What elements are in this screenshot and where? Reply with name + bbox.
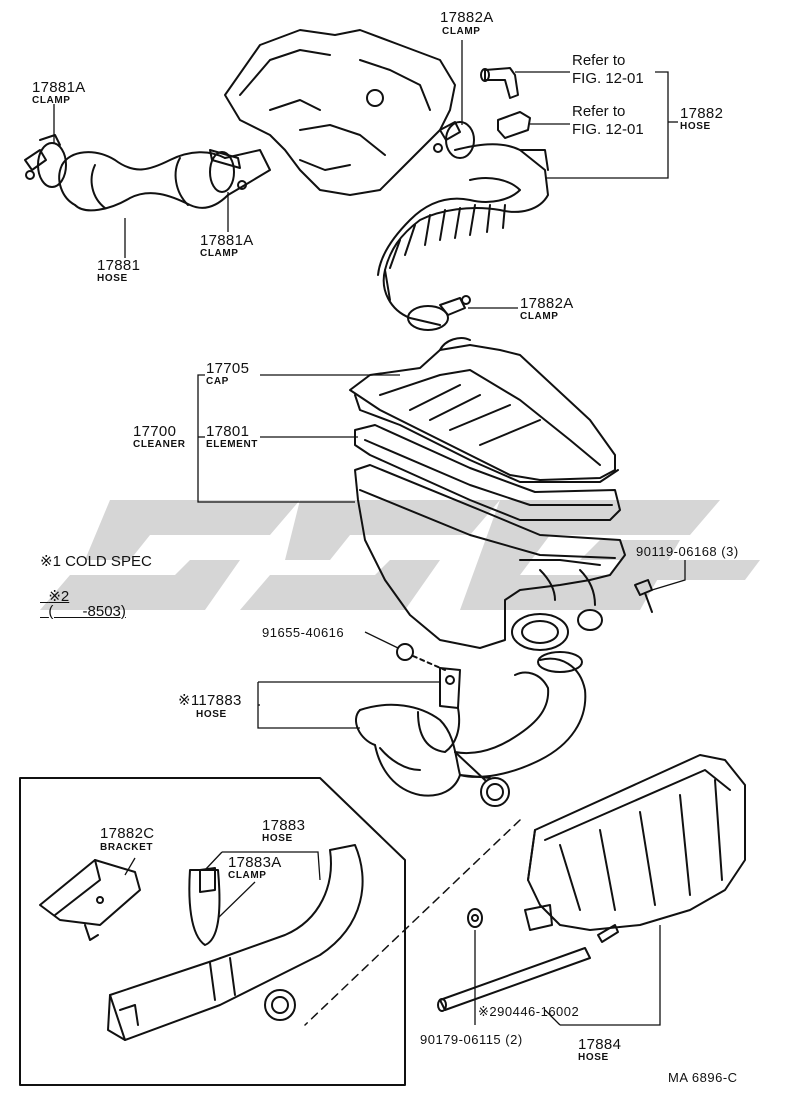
clamp-17882a-top: [433, 121, 475, 159]
hose-17883: [355, 651, 587, 807]
note-date-range: ※2 ( -8503): [40, 574, 126, 619]
reference-line2: FIG. 12-01: [572, 121, 644, 138]
air-cleaner-case: [354, 464, 626, 651]
hose-17884: [597, 924, 619, 943]
part-number: 17881: [97, 257, 141, 274]
air-cleaner-element: [354, 424, 621, 521]
part-name: HOSE: [578, 1052, 609, 1063]
part-name: CLAMP: [200, 248, 239, 259]
part-number: 17882A: [520, 295, 574, 312]
part-name: CLAMP: [442, 26, 481, 37]
part-number: 17883A: [228, 854, 282, 871]
part-name: HOSE: [262, 833, 293, 844]
part-name: HOSE: [97, 273, 128, 284]
reference-line2: FIG. 12-01: [572, 70, 644, 87]
ssg-watermark: [40, 500, 760, 610]
cold-spec-air-cleaner: [524, 754, 746, 931]
part-name: HOSE: [196, 709, 227, 720]
grommet-91655: [396, 643, 446, 671]
clamp-17882a-mid: [407, 295, 471, 331]
reference-line1: Refer to: [572, 52, 626, 69]
leader-lines: [53, 40, 686, 1026]
part-number: 17882A: [440, 9, 494, 26]
part-number: 17881A: [200, 232, 254, 249]
part-name: HOSE: [680, 121, 711, 132]
clamp-17881a-left: [24, 134, 67, 188]
part-number: 90119-06168 (3): [636, 544, 739, 559]
part-number: ※117883: [178, 692, 242, 709]
part-number: 17700: [133, 423, 177, 440]
detail-link-line: [304, 819, 521, 1026]
note-text: ( -8503): [48, 603, 126, 620]
air-cleaner-cap: [349, 337, 619, 483]
part-name: CLAMP: [228, 870, 267, 881]
engine-intake-assembly: [224, 29, 456, 196]
part-number: 17882C: [100, 825, 155, 842]
hose-fitting: [497, 111, 531, 139]
bracket-17882c: [39, 859, 141, 941]
part-name: CLEANER: [133, 439, 186, 450]
part-number: 17881A: [32, 79, 86, 96]
note-cold-spec: ※1 COLD SPEC: [40, 554, 152, 569]
part-number: 91655-40616: [262, 625, 345, 640]
note-text: COLD SPEC: [65, 553, 152, 570]
hose-17881: [58, 149, 271, 212]
part-name: CLAMP: [32, 95, 71, 106]
note-mark: ※2: [48, 588, 70, 605]
part-number: ※290446-16002: [478, 1004, 580, 1019]
pcv-fitting: [480, 67, 519, 99]
clamp-17881a-mid: [209, 149, 247, 193]
part-name: BRACKET: [100, 842, 154, 853]
part-number: 17884: [578, 1036, 622, 1053]
part-number: 17882: [680, 105, 724, 122]
hose-17883-inset: [107, 844, 364, 1041]
clamp-17883a-inset: [188, 867, 221, 946]
inset-frame: [19, 777, 406, 1086]
part-name: CLAMP: [520, 311, 559, 322]
part-number: 17883: [262, 817, 306, 834]
clamp-17883a-main: [417, 667, 461, 753]
part-name: ELEMENT: [206, 439, 258, 450]
reference-line1: Refer to: [572, 103, 626, 120]
part-number: 17801: [206, 423, 250, 440]
hose-17882: [377, 143, 549, 326]
part-number: 17705: [206, 360, 250, 377]
clip-90179: [467, 908, 483, 928]
part-name: CAP: [206, 376, 229, 387]
part-number: 90179-06115 (2): [420, 1032, 523, 1047]
note-mark: ※1: [40, 553, 61, 570]
hose-290446: [437, 947, 591, 1012]
figure-code: MA 6896-C: [668, 1070, 738, 1085]
